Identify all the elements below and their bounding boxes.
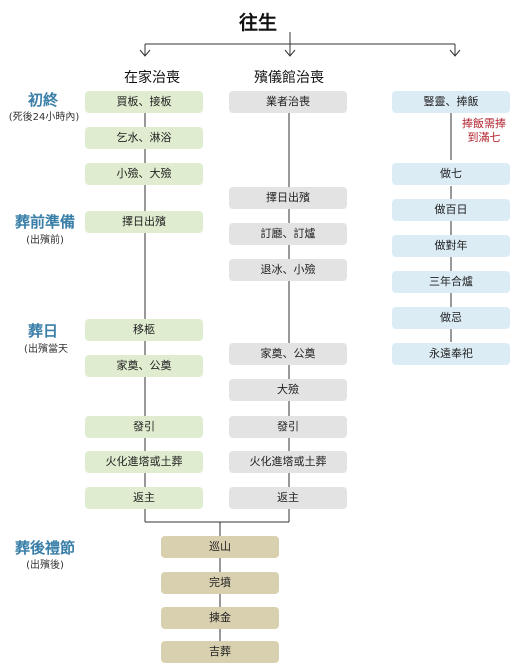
funeral-home-step: 發引 <box>229 416 347 438</box>
spirit-step: 做七 <box>392 163 510 185</box>
funeral-home-step: 退冰、小殮 <box>229 259 347 281</box>
stage-label-initial: 初終 <box>27 91 58 109</box>
home-step: 移柩 <box>85 319 203 341</box>
home-step: 乞水、淋浴 <box>85 127 203 149</box>
stage-sub-initial: (死後24小時內) <box>8 112 80 123</box>
home-step: 小殮、大殮 <box>85 163 203 185</box>
funeral-home-step: 大殮 <box>229 379 347 401</box>
after-step: 吉葬 <box>161 641 279 663</box>
spirit-step: 做百日 <box>392 199 510 221</box>
after-step: 巡山 <box>161 536 279 558</box>
stage-sub-burial-day: (出殯當天 <box>24 344 68 355</box>
stage-sub-pre-burial: (出殯前) <box>26 235 64 246</box>
after-step: 完墳 <box>161 572 279 594</box>
home-step: 發引 <box>85 416 203 438</box>
funeral-home-step: 業者治喪 <box>229 91 347 113</box>
home-step: 家奠、公奠 <box>85 355 203 377</box>
spirit-step: 做忌 <box>392 307 510 329</box>
home-step: 火化進塔或土葬 <box>85 451 203 473</box>
home-step: 擇日出殯 <box>85 211 203 233</box>
funeral-home-step: 返主 <box>229 487 347 509</box>
column-header-home: 在家治喪 <box>124 70 180 86</box>
home-step: 返主 <box>85 487 203 509</box>
funeral-home-step: 訂廳、訂爐 <box>229 223 347 245</box>
stage-label-post-burial: 葬後禮節 <box>14 539 75 557</box>
stage-label-pre-burial: 葬前準備 <box>14 213 75 231</box>
spirit-note-line1: 捧飯需捧 <box>462 117 506 130</box>
after-step: 揀金 <box>161 607 279 629</box>
home-step: 買板、接板 <box>85 91 203 113</box>
funeral-home-step: 擇日出殯 <box>229 187 347 209</box>
spirit-step: 做對年 <box>392 235 510 257</box>
stage-sub-post-burial: (出殯後) <box>26 560 64 571</box>
column-header-funeral-home: 殯儀館治喪 <box>254 70 324 86</box>
spirit-note-line2: 到滿七 <box>467 131 501 144</box>
spirit-step: 豎靈、捧飯 <box>392 91 510 113</box>
funeral-home-step: 家奠、公奠 <box>229 343 347 365</box>
stage-label-burial-day: 葬日 <box>27 322 58 340</box>
funeral-home-step: 火化進塔或土葬 <box>229 451 347 473</box>
spirit-step: 三年合爐 <box>392 271 510 293</box>
diagram-title: 往生 <box>238 12 277 34</box>
spirit-step: 永遠奉祀 <box>392 343 510 365</box>
